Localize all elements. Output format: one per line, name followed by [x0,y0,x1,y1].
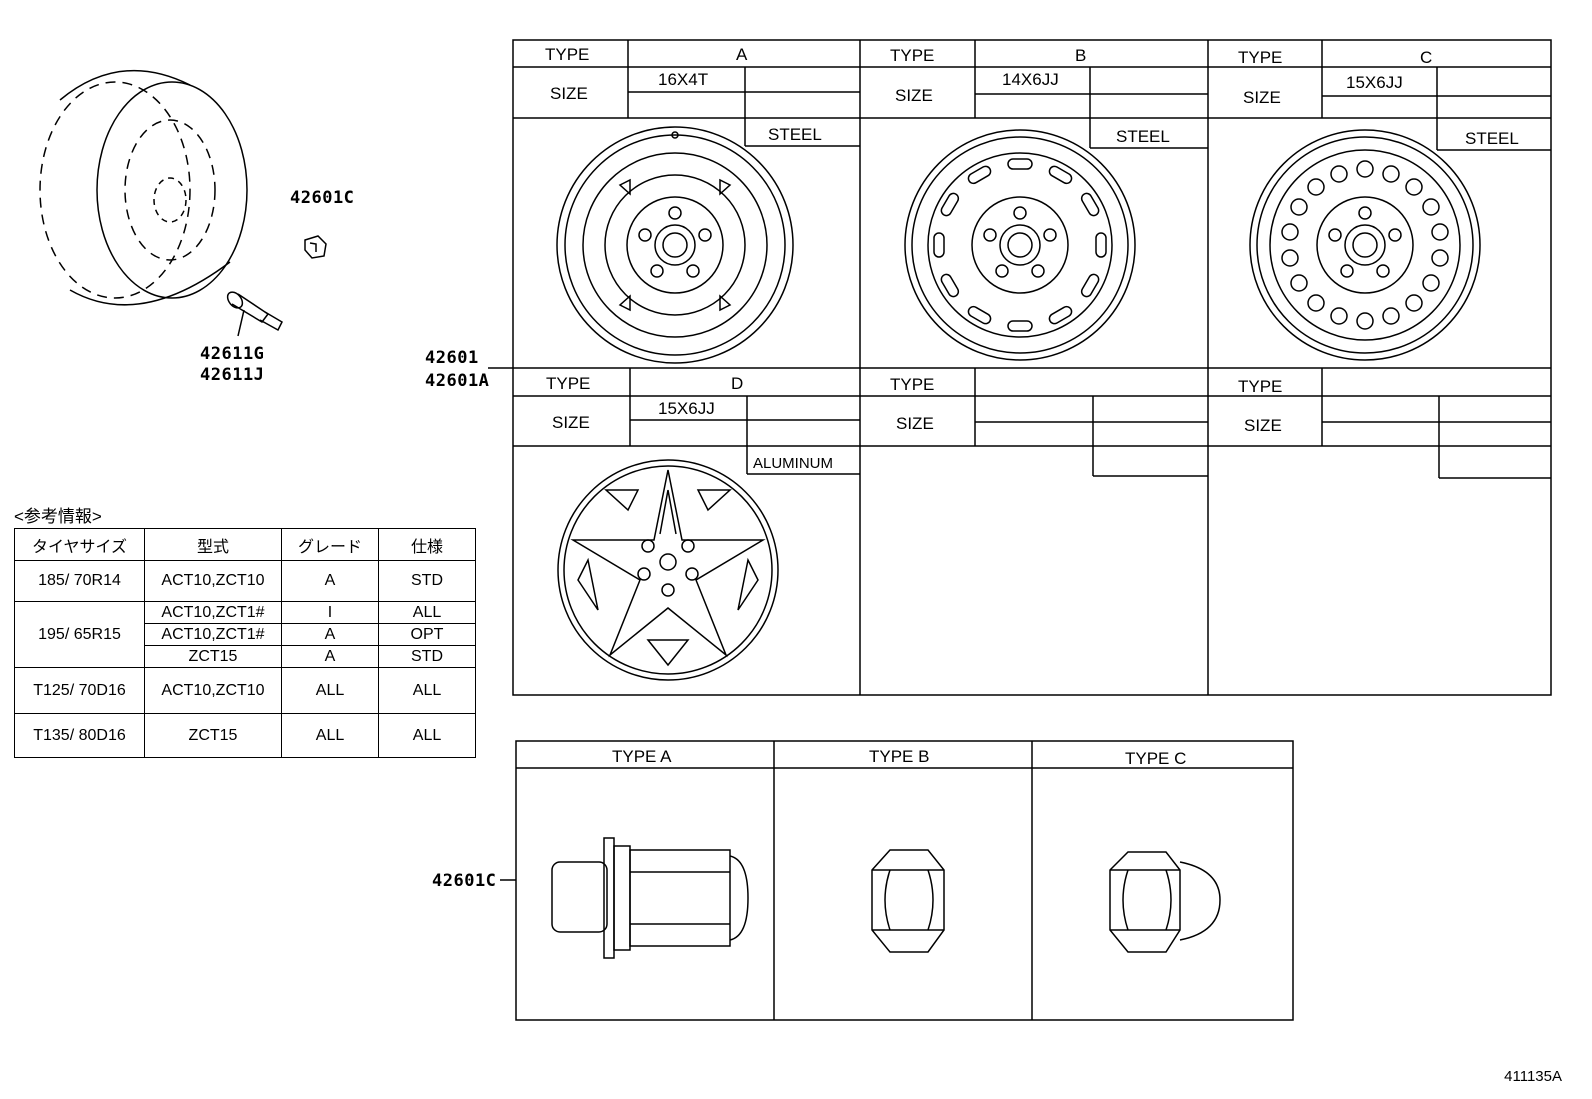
size-label-c: SIZE [1243,88,1281,107]
reference-table: タイヤサイズ 型式 グレード 仕様 185/ 70R14 ACT10,ZCT10… [14,528,476,758]
size-value-a: 16X4T [658,70,709,89]
callout-42601a: 42601A [425,371,490,391]
size-label-a: SIZE [550,84,588,103]
wheel-grid-lines [488,39,1552,696]
ref-cell: ALL [281,713,379,758]
type-value-d: D [731,374,744,393]
valve-part-icon [226,291,283,337]
drawing-number: 411135A [1504,1068,1562,1085]
ref-cell: A [281,645,379,668]
wheel-d-drawing [557,459,779,681]
type-label-b: TYPE [890,46,935,65]
wheel-b-drawing [904,129,1136,361]
type-label-f: TYPE [1238,377,1283,396]
size-value-b: 14X6JJ [1002,70,1059,89]
nut-type-c-drawing [1109,851,1221,953]
ref-cell: ACT10,ZCT1# [144,623,282,646]
nut-grid-lines [500,740,1294,1021]
ref-cell: T135/ 80D16 [14,713,145,758]
callout-42611g: 42611G [200,344,265,364]
size-value-c: 15X6JJ [1346,73,1403,92]
ref-cell: ZCT15 [144,645,282,668]
type-label-d: TYPE [546,374,591,393]
callout-42601: 42601 [425,348,479,368]
type-label-e: TYPE [890,375,935,394]
size-label-b: SIZE [895,86,933,105]
size-label-e: SIZE [896,414,934,433]
ref-cell: ALL [378,713,476,758]
callout-42601c-top: 42601C [290,188,355,208]
ref-cell: 195/ 65R15 [14,601,145,668]
reference-title: <参考情報> [14,507,102,526]
ref-cell: ACT10,ZCT10 [144,667,282,714]
material-c: STEEL [1465,129,1519,148]
material-d: ALUMINUM [753,455,834,472]
ref-cell: ALL [281,667,379,714]
size-label-f: SIZE [1244,416,1282,435]
ref-cell: OPT [378,623,476,646]
ref-cell: A [281,623,379,646]
ref-header-spec: 仕様 [378,528,476,561]
nut-type-b-drawing [871,849,945,953]
ref-cell: 185/ 70R14 [14,560,145,602]
type-label-c: TYPE [1238,48,1283,67]
wheel-a-drawing [556,126,794,364]
nut-header-c: TYPE C [1125,749,1187,768]
nut-header-a: TYPE A [612,747,672,766]
callout-42611j: 42611J [200,365,265,385]
ref-cell: ACT10,ZCT10 [144,560,282,602]
table-row: 195/ 65R15 ACT10,ZCT1# I ALL [14,601,476,668]
table-row: ACT10,ZCT1# A OPT [15,623,476,646]
ref-header-grade: グレード [281,528,379,561]
ref-cell: T125/ 70D16 [14,667,145,714]
size-value-d: 15X6JJ [658,399,715,418]
ref-header-model: 型式 [144,528,282,561]
material-b: STEEL [1116,127,1170,146]
type-value-b: B [1075,46,1087,65]
nut-part-icon [304,235,327,259]
ref-cell: I [281,601,379,624]
table-row: ZCT15 A STD [15,645,476,668]
ref-cell: A [281,560,379,602]
nut-type-a-drawing [551,837,749,959]
callout-42601c-nut: 42601C [432,871,497,891]
ref-cell: ACT10,ZCT1# [144,601,282,624]
type-label-a: TYPE [545,45,590,64]
ref-cell: STD [378,645,476,668]
table-row: T125/ 70D16 ACT10,ZCT10 ALL ALL [14,667,476,714]
tire-illustration [39,69,248,306]
ref-cell: ZCT15 [144,713,282,758]
nut-header-b: TYPE B [869,747,930,766]
ref-cell: STD [378,560,476,602]
material-a: STEEL [768,125,822,144]
table-row: 185/ 70R14 ACT10,ZCT10 A STD [14,560,476,602]
ref-cell: ALL [378,667,476,714]
size-label-d: SIZE [552,413,590,432]
ref-header-tire: タイヤサイズ [14,528,145,561]
type-value-a: A [736,45,748,64]
type-value-c: C [1420,48,1433,67]
table-row: T135/ 80D16 ZCT15 ALL ALL [14,713,476,758]
ref-cell: ALL [378,601,476,624]
wheel-c-drawing [1249,129,1481,361]
